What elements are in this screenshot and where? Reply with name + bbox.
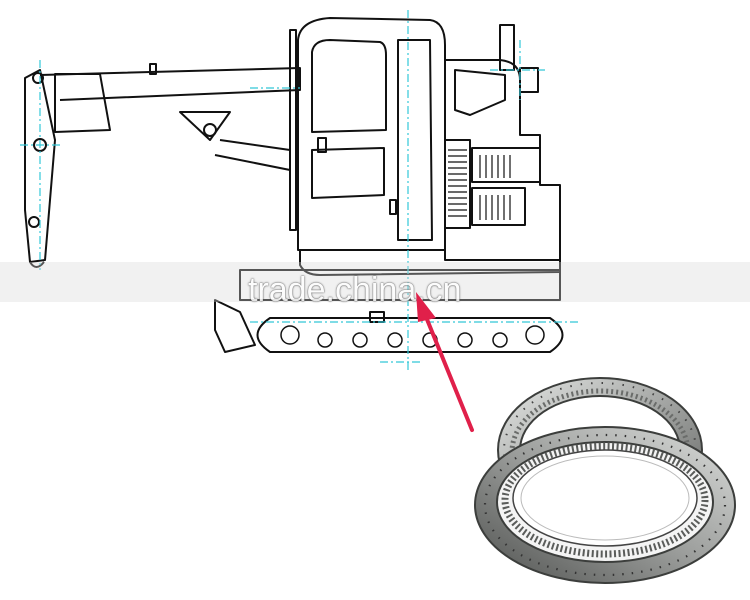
- cab: [297, 17, 446, 251]
- red-arrow: [416, 292, 474, 432]
- bearing-front-ring: [474, 426, 736, 584]
- crawler-track: [256, 317, 564, 353]
- centerlines: [20, 10, 580, 370]
- jib: [24, 69, 56, 263]
- watermark-text: trade.china.cn: [248, 271, 462, 309]
- undercarriage-frame: [239, 269, 561, 301]
- boom-arm: [39, 67, 301, 101]
- dozer-blade: [214, 299, 256, 353]
